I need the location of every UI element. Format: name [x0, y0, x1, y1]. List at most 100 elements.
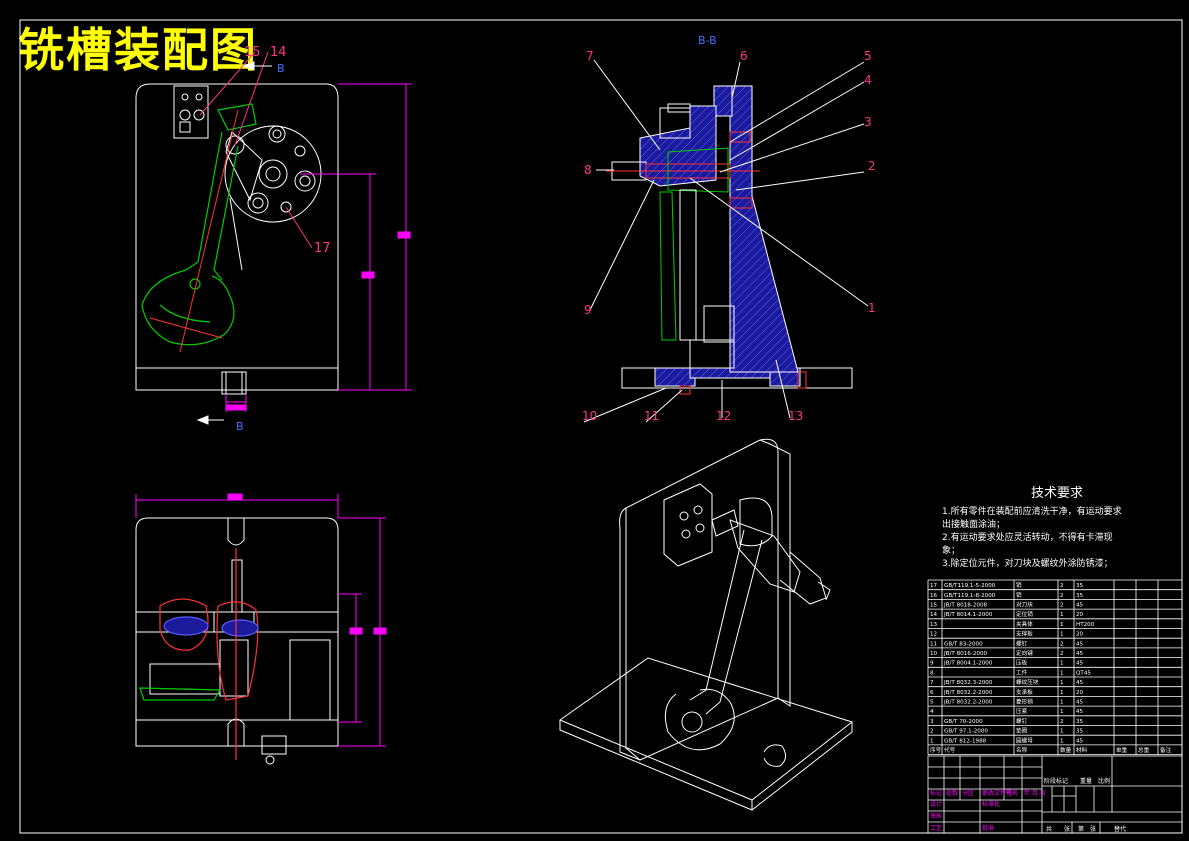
bom-cell: 1: [1060, 661, 1064, 667]
bom-cell: 2: [1060, 651, 1064, 657]
front-centerlines: [149, 109, 239, 353]
bom-cell: 2: [1060, 593, 1064, 599]
bom-header-cell: 数量: [1060, 746, 1072, 754]
bom-cell: 2: [1060, 583, 1064, 589]
tb-sheet: 张: [1090, 825, 1096, 833]
tech-line-3: 2.有运动要求处应灵活转动，不得有卡滞现: [942, 533, 1113, 543]
bom-cell: GB/T 83-2000: [944, 641, 983, 647]
bom-cell: GB/T 812-1988: [944, 738, 987, 744]
bom-cell: GB/T119.1-5-2000: [944, 583, 996, 589]
bom-cell: 2: [1060, 641, 1064, 647]
tb-total: 共: [1046, 825, 1052, 833]
bom-cell: 35: [1076, 593, 1084, 599]
bom-cell: 对刀块: [1016, 601, 1033, 609]
top-view-dimensions: [135, 493, 387, 747]
bom-cell: GB/T119.1-8-2000: [944, 593, 996, 599]
bom-header-cell: 序号: [930, 746, 942, 754]
callout-11: 11: [644, 409, 659, 423]
title-block-text: 标记 处数 分区 更改文件号 签名 年.月.日 设计 标准化 审核 工艺 批准 …: [930, 777, 1126, 833]
bom-cell: 压板: [1016, 659, 1028, 667]
tb-review: 审核: [930, 812, 942, 820]
bom-cell: 1: [1060, 709, 1064, 715]
tb-sign: 签名: [1006, 789, 1018, 797]
bom-cell: 20: [1076, 612, 1084, 618]
bom-cell: 压紧: [1016, 707, 1028, 715]
drawing-frame: [19, 19, 1183, 834]
bom-cell: 45: [1076, 680, 1084, 686]
bom-cell: 45: [1076, 641, 1084, 647]
bom-cell: 支撑板: [1016, 630, 1033, 638]
bom-cell: 13: [930, 622, 938, 628]
bom-cell: 8: [930, 670, 934, 676]
callout-13: 13: [788, 409, 803, 423]
bom-header-cell: 备注: [1160, 746, 1172, 754]
bom-cell: 圆螺母: [1016, 736, 1033, 744]
bom-header-cell: 单重: [1116, 746, 1128, 754]
callout-12: 12: [716, 409, 731, 423]
bom-cell: HT200: [1076, 622, 1095, 628]
bom-cell: 1: [1060, 670, 1064, 676]
bom-cell: 菱形销: [1016, 698, 1033, 706]
section-marker-top: B: [277, 62, 285, 75]
callout-14: 14: [270, 45, 287, 60]
tb-mark: 标记: [930, 789, 942, 797]
tb-design: 设计: [930, 800, 942, 808]
tb-sheets: 张: [1064, 825, 1070, 833]
bom-cell: 1: [1060, 729, 1064, 735]
tb-count: 处数: [946, 789, 958, 797]
bom-cell: 2: [1060, 719, 1064, 725]
bom-cell: 35: [1076, 719, 1084, 725]
bom-cell: 11: [930, 641, 938, 647]
section-arrows: [196, 61, 272, 425]
callout-6: 6: [740, 49, 748, 63]
bom-cell: 45: [1076, 651, 1084, 657]
bom-cell: 1: [930, 738, 934, 744]
tb-change: 更改文件号: [982, 789, 1012, 797]
bom-cell: 支承板: [1016, 688, 1033, 696]
bom-cell: 14: [930, 612, 938, 618]
section-label: B-B: [698, 34, 717, 47]
top-view-workpiece: [139, 548, 259, 760]
bom-cell: 螺纹压块: [1016, 678, 1039, 686]
bom-cell: 20: [1076, 632, 1084, 638]
bom-cell: 16: [930, 593, 938, 599]
tech-line-2: 出接触面涂油；: [942, 520, 1006, 530]
callout-7: 7: [586, 49, 594, 63]
bom-cell: 35: [1076, 583, 1084, 589]
bom-cell: 1: [1060, 738, 1064, 744]
bom-cell: 2: [930, 729, 934, 735]
bom-cell: 定位销: [1016, 610, 1033, 618]
callout-1: 1: [868, 301, 876, 315]
bom-cell: 7: [930, 680, 934, 686]
bom-cell: 35: [1076, 729, 1084, 735]
section-leaders: [583, 59, 869, 423]
bom-header-cell: 名称: [1016, 746, 1028, 754]
bom-cell: QT45: [1076, 670, 1091, 676]
bom-cell: 15: [930, 603, 938, 609]
tb-no: 第: [1078, 825, 1084, 833]
tb-scale: 比例: [1098, 777, 1110, 785]
technical-requirements: 技术要求 1.所有零件在装配前应清洗干净，有运动要求 出接触面涂油； 2.有运动…: [942, 482, 1172, 571]
tb-stage: 阶段标记: [1044, 777, 1068, 785]
bom-table: [927, 579, 1183, 755]
bom-cell: 工件: [1016, 668, 1028, 676]
bom-cell: GB/T 97.1-2000: [944, 729, 988, 735]
bom-cell: 3: [930, 719, 934, 725]
bom-cell: 1: [1060, 612, 1064, 618]
bom-cell: JB/T 8032.2-2000: [943, 700, 993, 706]
bom-cell: 9: [930, 661, 934, 667]
bom-cell: JB/T 8032.3-2000: [943, 680, 993, 686]
bom-cell: 45: [1076, 661, 1084, 667]
bom-cell: 45: [1076, 700, 1084, 706]
isometric-view: [558, 438, 854, 811]
top-view: [135, 517, 339, 765]
section-view: [606, 85, 853, 395]
bom-cell: JB/T 8032.2-2000: [943, 690, 993, 696]
bom-cell: 1: [1060, 700, 1064, 706]
bom-cell: 5: [930, 700, 934, 706]
callout-4: 4: [864, 73, 872, 87]
bom-cell: JB/T 8018-2008: [943, 603, 987, 609]
tech-line-4: 象；: [942, 546, 961, 556]
front-dimensions: [225, 83, 412, 412]
